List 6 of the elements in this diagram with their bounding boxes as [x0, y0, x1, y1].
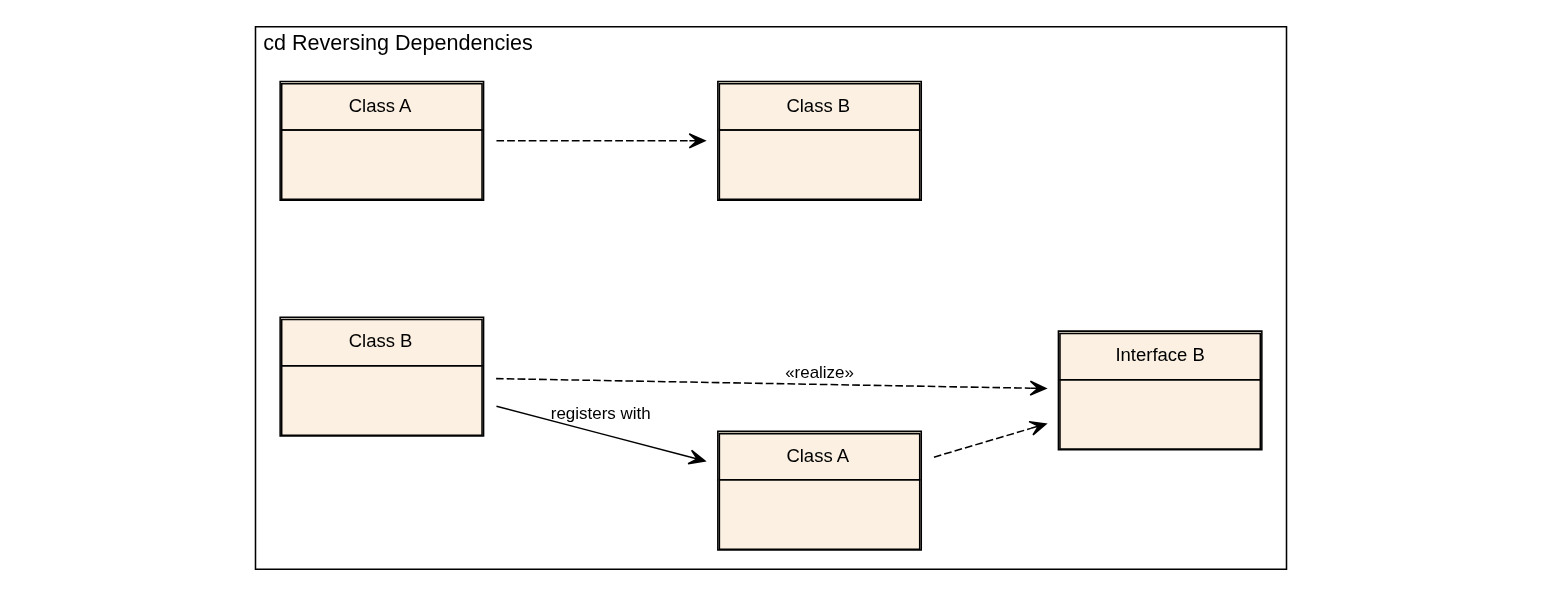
arrow: [495, 405, 706, 465]
edge-label: registers with: [550, 404, 651, 424]
arrow: [933, 420, 1047, 458]
edge-label: «realize»: [785, 362, 854, 382]
arrow: [495, 377, 1047, 396]
arrow: [495, 133, 706, 149]
